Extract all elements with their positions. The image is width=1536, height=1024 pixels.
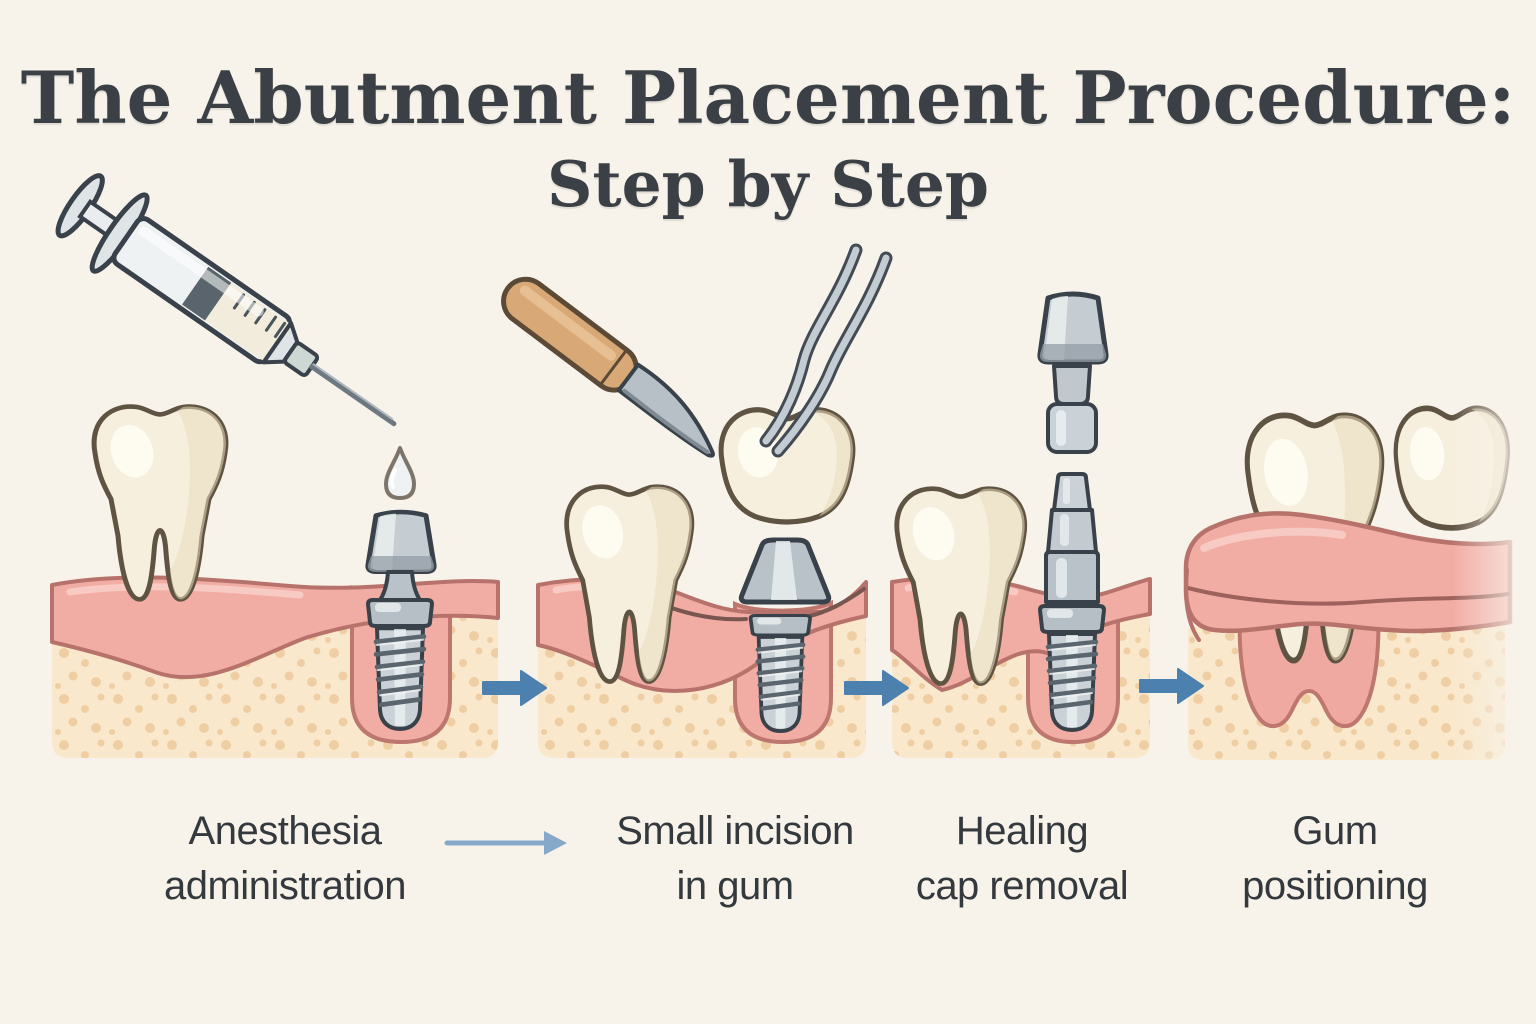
flow-arrow-3 [1139, 668, 1204, 704]
title-line-1: The Abutment Placement Procedure: [20, 55, 1516, 140]
tweezers-icon [759, 243, 893, 458]
title-line-2: Step by Step [547, 147, 989, 221]
step-caption-4: Gum positioning [1242, 809, 1428, 908]
droplet-icon [384, 446, 416, 500]
crown-icon [721, 410, 853, 522]
step-caption-2: Small incision in gum [616, 809, 854, 908]
flow-arrow-1 [482, 670, 547, 706]
healing-cap-icon [1040, 294, 1106, 454]
implant-healing-cap-icon [368, 512, 434, 729]
tooth-icon [94, 407, 226, 600]
flow-arrow-2 [844, 670, 909, 706]
panel-step-3 [890, 294, 1152, 758]
syringe-icon [55, 173, 397, 427]
gum-flap [1183, 511, 1513, 642]
scalpel-icon [501, 276, 715, 458]
caption-flow-arrow [444, 831, 567, 855]
abutment-cone-icon [738, 537, 832, 605]
panel-flow-arrows [482, 668, 1204, 706]
page-title: The Abutment Placement Procedure: Step b… [0, 52, 1536, 224]
panel-step-2 [501, 243, 893, 758]
edge-fade [1452, 380, 1536, 770]
step-caption-3: Healing cap removal [915, 809, 1129, 908]
panel-step-1 [50, 173, 500, 758]
abutment-icon [1044, 472, 1100, 604]
panel-step-4 [1183, 380, 1536, 770]
step-caption-1: Anesthesia administration [163, 809, 407, 908]
